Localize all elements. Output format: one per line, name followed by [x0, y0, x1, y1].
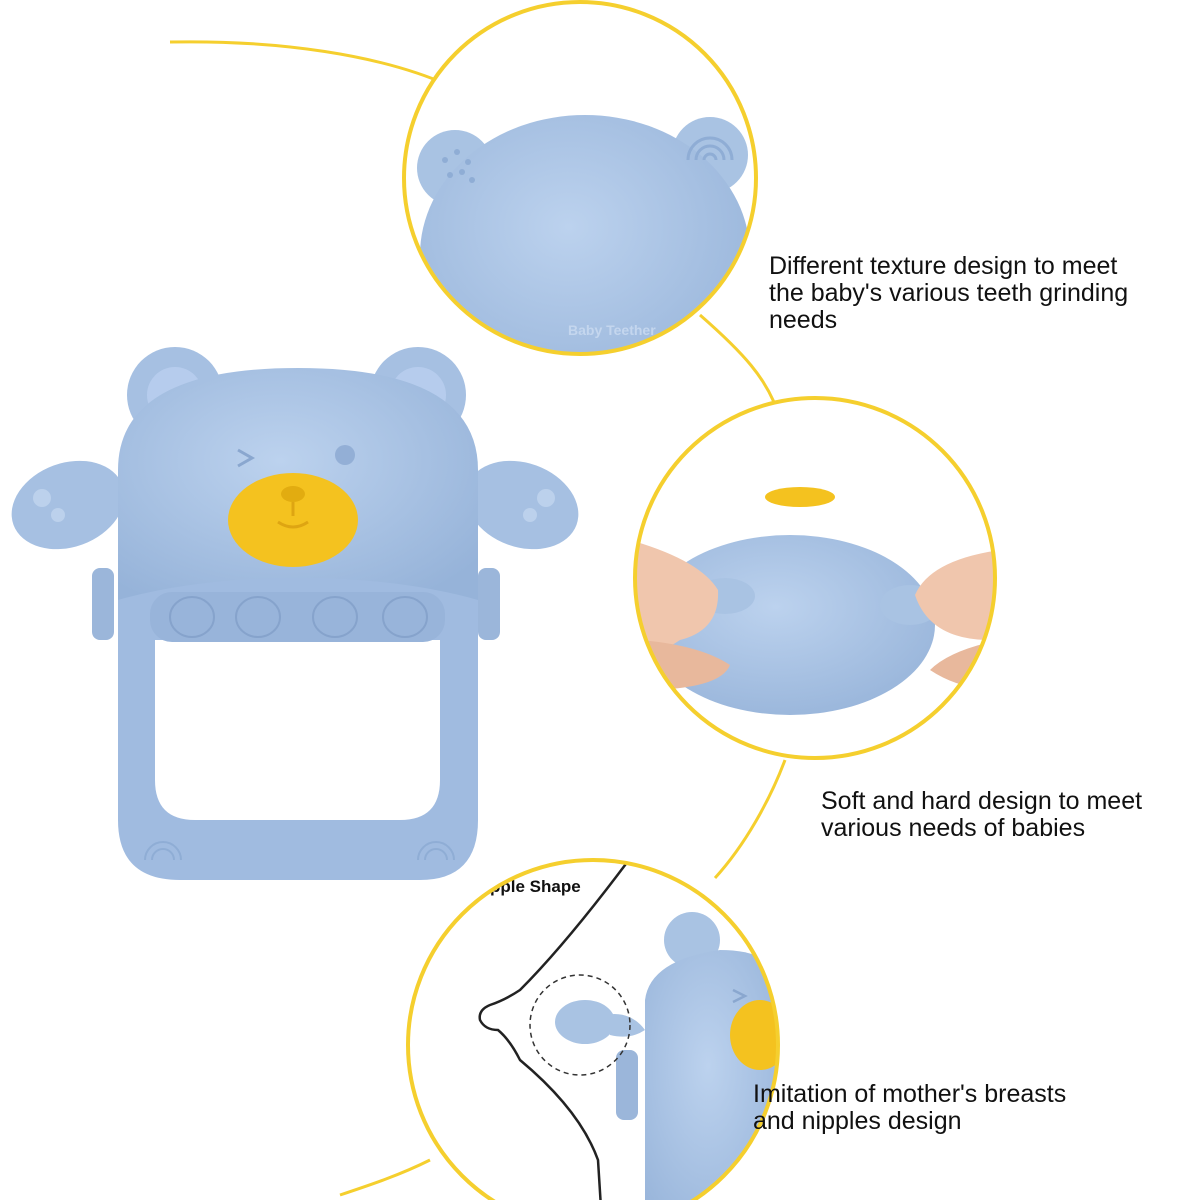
imitation-caption: Imitation of mother's breasts and nipple… [753, 1080, 1067, 1135]
nipple-shape-circle: Nipple Shape [406, 858, 780, 1200]
connector-bottom-left [339, 1158, 431, 1197]
texture-closeup-circle: Baby Teether [402, 0, 758, 356]
main-teether-illustration [11, 347, 579, 880]
connector-2-3 [713, 759, 787, 880]
texture-caption: Different texture design to meet the bab… [769, 252, 1129, 334]
soft-hard-caption: Soft and hard design to meet various nee… [821, 787, 1143, 842]
connector-top-left [169, 40, 449, 87]
squeeze-demo-circle [633, 396, 997, 760]
embossed-brand-text: Baby Teether [568, 322, 656, 338]
